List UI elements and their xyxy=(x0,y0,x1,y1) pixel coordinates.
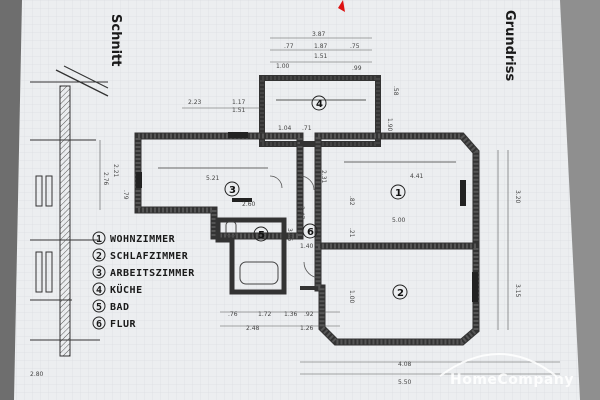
dim-kitchen-b: .71 xyxy=(302,125,312,132)
dim-top-6: .99 xyxy=(352,65,362,72)
legend-num-2: 2 xyxy=(96,251,103,262)
room-legend: 1 WOHNZIMMER 2 SCHLAFZIMMER 3 ARBEITSZIM… xyxy=(92,231,195,330)
dim-flur-b: 1.40 xyxy=(300,243,314,250)
dim-room1-a: 4.41 xyxy=(410,173,424,180)
dim-right-b: 3.15 xyxy=(514,284,521,298)
room-markers: 4 3 1 2 5 6 xyxy=(224,95,408,300)
dim-bot-right-1: 4.08 xyxy=(398,361,412,368)
dim-bot-right-2: 5.50 xyxy=(398,379,412,386)
dim-top-5: 1.00 xyxy=(276,63,290,70)
room-number-5: 5 xyxy=(258,230,265,241)
dim-right-a: 3.20 xyxy=(514,190,521,204)
dim-kitchen-c: 1.90 xyxy=(386,118,393,132)
dim-mid-a: 2.31 xyxy=(320,170,327,184)
legend-num-1: 1 xyxy=(96,234,103,245)
top-marker xyxy=(338,0,345,12)
floor-plan xyxy=(134,75,480,346)
dim-left-a: 2.23 xyxy=(188,99,202,106)
dim-top-total: 3.87 xyxy=(312,31,326,38)
dim-left-b: 1.17 xyxy=(232,99,246,106)
watermark-text: HomeCompany xyxy=(450,372,574,388)
legend-label-1: WOHNZIMMER xyxy=(110,234,176,245)
dim-mid-b: .82 xyxy=(348,196,355,206)
bathtub xyxy=(239,261,279,285)
legend-num-5: 5 xyxy=(96,302,103,313)
legend-num-4: 4 xyxy=(96,285,103,296)
bath-walls xyxy=(215,217,287,295)
heading-grundriss: Grundriss xyxy=(502,10,517,82)
dim-bot-5: 2.48 xyxy=(246,325,260,332)
legend-label-2: SCHLAFZIMMER xyxy=(110,251,189,262)
dimension-lines xyxy=(99,37,560,375)
dim-side-c: .79 xyxy=(122,190,129,200)
legend-label-4: KÜCHE xyxy=(110,282,143,296)
dim-top-1: .77 xyxy=(284,43,294,50)
dim-top-4: 1.51 xyxy=(314,53,328,60)
legend-num-3: 3 xyxy=(96,268,103,279)
dimension-texts: 3.87 .77 1.87 .75 1.51 1.00 .99 .58 2.23… xyxy=(30,31,521,386)
room-number-3: 3 xyxy=(229,185,236,196)
legend-label-5: BAD xyxy=(110,302,130,313)
dim-flur-a: 3.47 xyxy=(298,206,305,220)
dim-bot-1: .76 xyxy=(228,311,238,318)
dim-mid-c: 1.00 xyxy=(348,290,355,304)
dim-side-a: 2.76 xyxy=(102,172,109,186)
dim-bot-4: .92 xyxy=(304,311,314,318)
dim-corner: 2.80 xyxy=(30,371,44,378)
room-number-1: 1 xyxy=(395,188,402,199)
dim-left-c: 1.51 xyxy=(232,107,246,114)
watermark: HomeCompany xyxy=(439,353,574,388)
dim-bot-6: 1.26 xyxy=(300,325,314,332)
dim-top-7: .58 xyxy=(392,86,399,96)
toilet xyxy=(225,221,237,237)
dim-mid-d: .21 xyxy=(348,228,355,238)
dim-kitchen-a: 1.04 xyxy=(278,125,292,132)
dim-top-2: 1.87 xyxy=(314,43,328,50)
dim-side-b: 2.21 xyxy=(112,164,119,178)
dim-bot-2: 1.72 xyxy=(258,311,272,318)
legend-num-6: 6 xyxy=(96,319,103,330)
heading-schnitt: Schnitt xyxy=(108,14,123,66)
watermark-roof-icon xyxy=(439,353,557,377)
dim-top-3: .75 xyxy=(350,43,360,50)
room-number-2: 2 xyxy=(397,288,404,299)
dim-room3-depth: 2.60 xyxy=(242,201,256,208)
legend-label-6: FLUR xyxy=(110,319,137,330)
dim-room1-width: 5.00 xyxy=(392,217,406,224)
dim-bot-3: 1.36 xyxy=(284,311,298,318)
section-drawing xyxy=(30,65,109,357)
legend-label-3: ARBEITSZIMMER xyxy=(110,268,195,279)
dim-room3-width: 5.21 xyxy=(206,175,220,182)
room-number-6: 6 xyxy=(307,227,314,238)
room-number-4: 4 xyxy=(316,99,323,110)
dim-bath-w: 3.05 xyxy=(286,228,293,242)
